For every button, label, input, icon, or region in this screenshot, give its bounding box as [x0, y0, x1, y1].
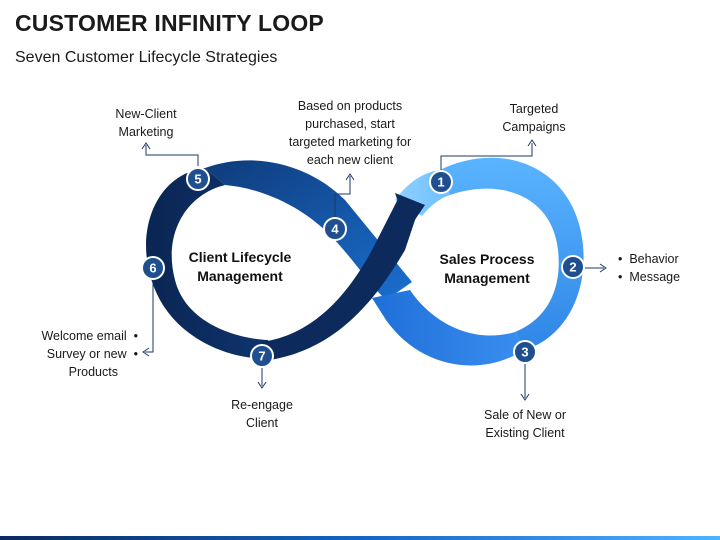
step-markers: 1 2 3 4 5 6 7 — [141, 167, 585, 368]
step-3-marker: 3 — [513, 340, 537, 364]
right-loop-label: Sales Process Management — [439, 251, 535, 286]
step-number: 5 — [194, 172, 201, 187]
step-number: 3 — [521, 345, 528, 360]
step-circle — [323, 217, 347, 241]
connector-2-arrowhead — [599, 263, 607, 273]
connector-5-arrowhead — [141, 142, 151, 150]
step-5-marker: 5 — [186, 167, 210, 191]
band-cross-arrowhead — [395, 193, 425, 230]
step-1-label: Targeted Campaigns — [502, 102, 566, 134]
connector-4 — [334, 176, 351, 218]
band-cross-over — [262, 195, 420, 360]
step-6-marker: 6 — [141, 256, 165, 280]
step-number: 4 — [331, 222, 339, 237]
step-7-label: Re-engage Client — [231, 398, 293, 430]
bullet-item: • Behavior — [618, 252, 679, 266]
step-circle — [186, 167, 210, 191]
connector-7-arrowhead — [257, 381, 267, 389]
left-loop-label: Client Lifecycle Management — [188, 249, 292, 284]
connector-4-arrowhead — [345, 173, 355, 181]
step-6-bullets: Welcome email • Survey or new • Products — [20, 327, 138, 381]
bullet-item: • Message — [618, 270, 681, 284]
connector-6 — [145, 280, 154, 353]
bullet-item: Welcome email • — [41, 329, 138, 343]
bullet-item: Survey or new • — [46, 347, 138, 361]
step-4-label: Based on products purchased, start targe… — [288, 99, 412, 167]
step-circle — [141, 256, 165, 280]
step-2-bullets: • Behavior • Message — [618, 250, 680, 286]
step-circle — [250, 344, 274, 368]
page-title: CUSTOMER INFINITY LOOP — [15, 10, 324, 36]
step-7-marker: 7 — [250, 344, 274, 368]
page-subtitle: Seven Customer Lifecycle Strategies — [15, 49, 278, 66]
step-circle — [429, 170, 453, 194]
connector-3-arrowhead — [520, 393, 530, 401]
band-right-side — [440, 157, 584, 350]
band-left-outer — [146, 168, 275, 359]
connector-5 — [145, 145, 199, 166]
step-number: 2 — [569, 260, 576, 275]
bullet-item: Products — [68, 365, 118, 379]
connector-1-arrowhead — [527, 139, 537, 147]
step-number: 7 — [258, 349, 265, 364]
step-number: 6 — [149, 261, 156, 276]
step-circle — [513, 340, 537, 364]
band-left-top — [205, 160, 412, 300]
step-2-marker: 2 — [561, 255, 585, 279]
connector-6-arrowhead — [142, 347, 150, 357]
step-circle — [561, 255, 585, 279]
connectors — [141, 139, 607, 401]
step-5-label: New-Client Marketing — [115, 107, 177, 139]
step-number: 1 — [437, 175, 444, 190]
bottom-accent-bar — [0, 536, 720, 540]
step-4-marker: 4 — [323, 217, 347, 241]
band-right-bottom — [372, 290, 524, 366]
step-3-label: Sale of New or Existing Client — [484, 408, 566, 440]
step-1-marker: 1 — [429, 170, 453, 194]
connector-1 — [440, 143, 533, 170]
